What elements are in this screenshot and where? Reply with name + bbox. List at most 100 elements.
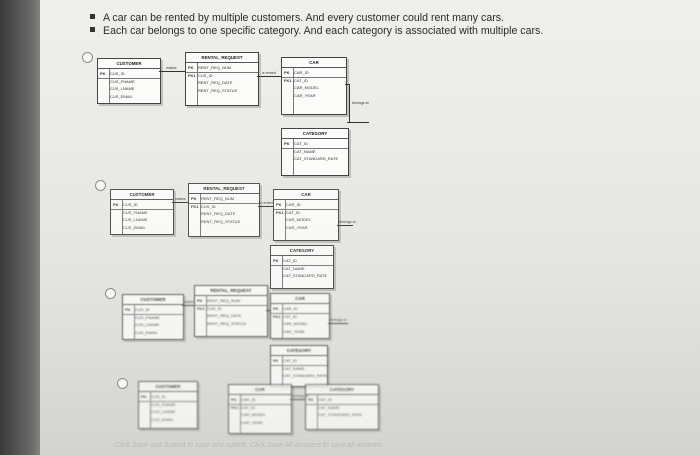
key-tag: PK <box>273 358 279 363</box>
attribute-row: CAT_STANDARD_RATE <box>271 272 333 279</box>
relationship-label: belongs to <box>330 318 347 322</box>
pk-divider <box>274 208 338 210</box>
entity-title: CAR <box>229 385 291 395</box>
bullet-icon <box>90 14 95 19</box>
attribute-name: RENT_REQ_DATE <box>207 313 242 318</box>
key-tag: PK <box>273 306 279 311</box>
key-column-divider <box>293 68 294 114</box>
relationship-label: belongs to <box>339 220 356 224</box>
key-tag: PK <box>284 70 290 75</box>
attribute-row: CUS_FNAME <box>98 78 160 85</box>
pk-divider <box>123 313 183 315</box>
attribute-name: CAT_STANDARD_RATE <box>283 273 328 278</box>
key-tag: FK1 <box>276 209 284 215</box>
relationship-line <box>349 84 350 122</box>
attribute-name: CUS_LNAME <box>123 217 148 222</box>
bullet-icon <box>90 27 95 32</box>
key-tag: PK <box>100 71 106 76</box>
attribute-row: CUS_LNAME <box>123 321 183 328</box>
attribute-name: RENT_REQ_NUM <box>201 196 235 201</box>
answer-radio-b[interactable] <box>95 180 106 191</box>
key-tag: FK1 <box>231 404 239 410</box>
attribute-name: CUS_ID <box>198 72 213 78</box>
key-column-divider <box>285 200 286 240</box>
attribute-row: CUS_LNAME <box>139 408 197 415</box>
key-tag: FK1 <box>188 72 196 78</box>
requirement-bullet: A car can be rented by multiple customer… <box>90 12 650 25</box>
attribute-name: CAR_MODEL <box>283 321 308 326</box>
entity-title: CUSTOMER <box>98 59 160 69</box>
attribute-row: CUS_FNAME <box>111 209 173 216</box>
attribute-name: CAT_ID <box>294 141 308 146</box>
attribute-name: CAR_ID <box>241 397 256 402</box>
attribute-row: CAR_MODEL <box>274 216 338 223</box>
attribute-row: CAT_NAME <box>271 365 327 372</box>
answer-radio-a[interactable] <box>82 52 93 63</box>
key-tag: PK <box>141 394 147 399</box>
attribute-name: CAT_NAME <box>283 265 305 271</box>
relationship-line <box>337 225 353 226</box>
attribute-name: CUS_EMAIL <box>151 416 174 422</box>
relationship-label: is rented <box>262 71 276 75</box>
attribute-row: RENT_REQ_DATE <box>189 210 259 217</box>
attribute-row: CUS_EMAIL <box>98 93 160 100</box>
attribute-name: CAT_NAME <box>283 365 305 371</box>
attribute-name: CUS_EMAIL <box>123 224 146 230</box>
attribute-name: CAR_YEAR <box>286 224 308 230</box>
relationship-line <box>328 323 348 324</box>
relationship-label: belongs to <box>352 101 369 105</box>
key-column-divider <box>240 395 241 433</box>
attribute-name: CUS_ID <box>207 305 222 311</box>
attribute-name: CAR_ID <box>294 70 309 75</box>
key-tag: PK <box>308 397 314 402</box>
attribute-row: CUS_LNAME <box>111 216 173 223</box>
entity-title: RENTAL_REQUEST <box>186 53 258 63</box>
attribute-row: CAR_YEAR <box>274 224 338 231</box>
answer-radio-d[interactable] <box>117 378 128 389</box>
pk-divider <box>111 208 173 210</box>
key-tag: PK <box>125 307 131 312</box>
pk-divider <box>139 400 197 402</box>
attribute-row: CUS_FNAME <box>123 314 183 321</box>
key-tag: FK1 <box>284 77 292 83</box>
relationship-line <box>258 206 273 207</box>
pk-divider <box>195 304 267 306</box>
entity-title: CATEGORY <box>271 246 333 256</box>
answer-radio-c[interactable] <box>105 288 116 299</box>
attribute-row: RENT_REQ_STATUS <box>189 218 259 225</box>
footer-instructions: Click Save and Submit to save and submit… <box>115 442 385 449</box>
relationship-label: belongs to <box>292 394 309 398</box>
relationship-label: makes <box>184 300 195 304</box>
key-column-divider <box>197 63 198 105</box>
attribute-row: CUS_EMAIL <box>139 416 197 423</box>
key-tag: PK <box>197 298 203 303</box>
attribute-row: CAR_YEAR <box>271 328 329 335</box>
attribute-name: CAT_NAME <box>294 148 316 154</box>
entity-title: CATEGORY <box>306 385 378 395</box>
pk-divider <box>282 147 348 149</box>
attribute-name: CUS_FNAME <box>123 209 148 215</box>
attribute-name: CUS_ID <box>110 71 125 76</box>
